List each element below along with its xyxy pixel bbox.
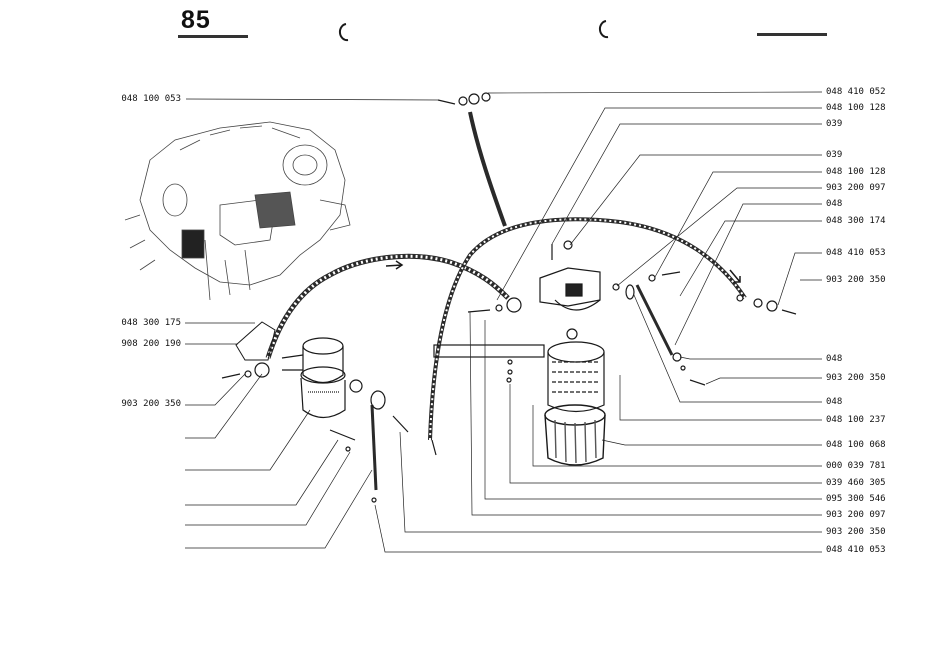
label-left-1: 048 100 053	[121, 94, 181, 105]
label-right-3: 039	[826, 119, 842, 130]
punch-mark-left	[340, 24, 348, 40]
label-right-1: 048 410 052	[826, 87, 886, 98]
label-right-10: 903 200 350	[826, 275, 886, 286]
fittings	[222, 93, 796, 502]
label-right-16: 000 039 781	[826, 461, 886, 472]
fuel-filter-bowl	[545, 405, 605, 465]
fuel-hose-upper	[470, 112, 505, 226]
engine-sketch	[125, 122, 350, 300]
filter-bracket	[434, 345, 544, 357]
fuel-hose-return	[430, 219, 745, 440]
label-right-9: 048 410 053	[826, 248, 886, 259]
label-right-15: 048 100 068	[826, 440, 886, 451]
flow-arrows	[386, 261, 740, 282]
label-right-8: 048 300 174	[826, 216, 886, 227]
label-right-4: 039	[826, 150, 842, 161]
label-right-17: 039 460 305	[826, 478, 886, 489]
label-right-2: 048 100 128	[826, 103, 886, 114]
label-right-5: 048 100 128	[826, 167, 886, 178]
punch-mark-right	[600, 21, 608, 37]
label-left-3: 908 200 190	[121, 339, 181, 350]
label-right-7: 048	[826, 199, 842, 210]
fuel-filter-head	[540, 268, 600, 310]
label-right-11: 048	[826, 354, 842, 365]
fuel-hose-pipe-lower	[372, 285, 672, 490]
label-right-6: 903 200 097	[826, 183, 886, 194]
label-right-18: 095 300 546	[826, 494, 886, 505]
label-right-21: 048 410 053	[826, 545, 886, 556]
label-right-12: 903 200 350	[826, 373, 886, 384]
fuel-filter-element	[548, 342, 604, 412]
label-left-2: 048 300 175	[121, 318, 181, 329]
flange-gasket	[236, 322, 275, 360]
label-right-20: 903 200 350	[826, 527, 886, 538]
label-right-13: 048	[826, 397, 842, 408]
label-left-4: 903 200 350	[121, 399, 181, 410]
label-right-19: 903 200 097	[826, 510, 886, 521]
label-right-14: 048 100 237	[826, 415, 886, 426]
